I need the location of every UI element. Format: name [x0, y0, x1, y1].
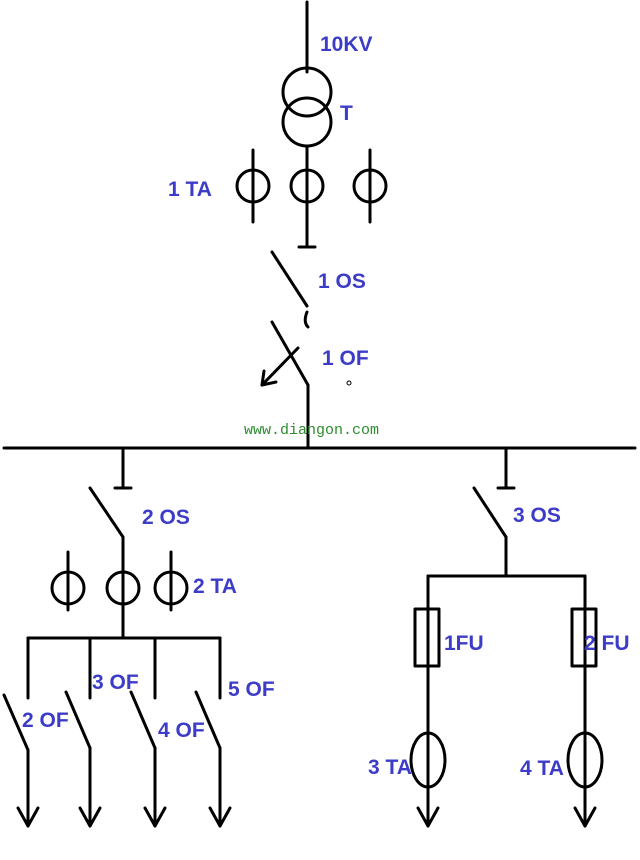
- transformer-primary-winding: [281, 66, 333, 118]
- outgoing-breaker-2: [2, 693, 40, 828]
- label-of5: 5 OF: [228, 678, 275, 701]
- label-os3: 3 OS: [513, 504, 561, 527]
- left-feeder: [2, 446, 232, 828]
- transformer-secondary-winding: [281, 96, 333, 148]
- disconnector-3: [472, 486, 508, 539]
- right-feeder: [409, 446, 604, 828]
- label-of2: 2 OF: [22, 709, 69, 732]
- watermark: www.diangon.com: [244, 422, 379, 439]
- label-ta3: 3 TA: [368, 756, 412, 779]
- label-ta2: 2 TA: [193, 575, 237, 598]
- current-transformer-group-1: [235, 148, 388, 224]
- label-fu1: 1FU: [444, 632, 484, 655]
- current-transformer-3: [409, 731, 447, 789]
- disconnector-1: [270, 250, 310, 329]
- label-of3: 3 OF: [92, 671, 139, 694]
- label-ta1: 1 TA: [168, 178, 212, 201]
- incoming-feeder: [281, 0, 333, 249]
- outgoing-breaker-5: [194, 690, 232, 828]
- label-voltage: 10KV: [320, 33, 373, 56]
- current-transformer-4: [566, 731, 604, 789]
- disconnector-2: [88, 486, 125, 539]
- label-os1: 1 OS: [318, 270, 366, 293]
- label-fu2: 2 FU: [584, 632, 630, 655]
- label-transformer: T: [340, 102, 353, 125]
- label-ta4: 4 TA: [520, 757, 564, 780]
- label-os2: 2 OS: [142, 506, 190, 529]
- circuit-breaker-1: [260, 320, 352, 450]
- outgoing-breaker-4: [129, 690, 167, 828]
- label-of1: 1 OF: [322, 347, 369, 370]
- outgoing-breaker-3: [64, 690, 102, 828]
- labels: 10KV T 1 TA 1 OS 1 OF 2 OS 2 TA 3 OS 1FU…: [22, 33, 630, 780]
- current-transformer-group-2: [50, 550, 189, 612]
- label-of4: 4 OF: [158, 719, 205, 742]
